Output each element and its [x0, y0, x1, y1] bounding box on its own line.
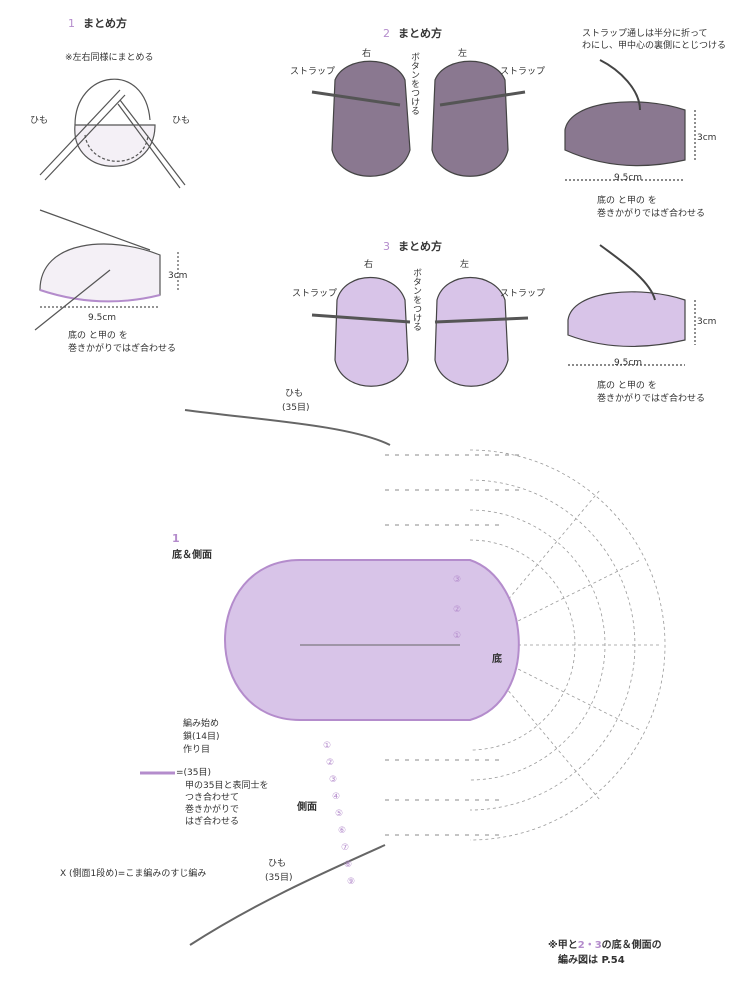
chart-himo-top: ひも	[285, 389, 304, 399]
footer-line-2: 編み図は P.54	[558, 955, 625, 966]
legend-line-2: つき合わせて	[185, 793, 240, 803]
symbol-note: X (側面1段め)=こま編みのすじ編み	[60, 869, 207, 879]
sec1-himo-left: ひも	[30, 116, 49, 126]
crochet-chart	[140, 409, 666, 946]
sec2-size-h: 3cm	[697, 133, 717, 143]
sec2-size-w: 9.5cm	[614, 173, 643, 183]
chart-side-label: 側面	[297, 802, 317, 813]
shoe-pair-3	[311, 277, 529, 387]
shoe-illustration-1b	[34, 209, 179, 331]
shoe-illustration-1a	[39, 78, 186, 189]
chart-title: 底＆側面	[172, 550, 212, 561]
sec3-size-h: 3cm	[697, 317, 717, 327]
sec1-size-w: 9.5cm	[88, 313, 117, 323]
chart-himo-top-count: (35目)	[282, 403, 310, 413]
legend-line-1: 甲の35目と表同士を	[185, 781, 269, 791]
side-row-7: ⑦	[341, 843, 350, 853]
sec2-button: ボタンをつける	[409, 52, 419, 115]
side-row-8: ⑧	[344, 860, 353, 870]
shoe-side-2	[564, 59, 696, 181]
sec1-join: 底の と甲の を	[68, 331, 128, 341]
sec2-note2: わにし、甲中心の裏側にとじつける	[582, 41, 727, 51]
sec2-strap-left: ストラップ	[290, 67, 336, 77]
sec1-join-instr: 巻きかがりではぎ合わせる	[68, 344, 177, 354]
sec3-size-w: 9.5cm	[614, 358, 643, 368]
side-row-2: ②	[326, 758, 335, 768]
sole-row-1: ①	[453, 631, 462, 641]
side-row-1: ①	[323, 741, 332, 751]
chart-sole-label: 底	[492, 654, 502, 665]
sec2-strap-right: ストラップ	[500, 67, 546, 77]
sec3-strap-left: ストラップ	[292, 289, 338, 299]
symbol-x: X	[60, 869, 67, 879]
shoe-pair-2	[311, 60, 526, 177]
sec3-migi: 右	[364, 260, 374, 270]
chart-num: 1	[172, 532, 180, 545]
side-row-4: ④	[332, 792, 341, 802]
sec2-join-instr: 巻きかがりではぎ合わせる	[597, 209, 706, 219]
sec1-note: ※左右同様にまとめる	[65, 53, 154, 63]
side-row-3: ③	[329, 775, 338, 785]
side-row-6: ⑥	[338, 826, 347, 836]
sole-row-2: ②	[453, 605, 462, 615]
sole-row-3: ③	[453, 575, 462, 585]
sec1-himo-right: ひも	[172, 116, 191, 126]
start-label-1: 編み始め	[183, 719, 220, 729]
sec1-size-h: 3cm	[168, 271, 188, 281]
side-row-9: ⑨	[347, 877, 356, 887]
sec3-hidari: 左	[460, 260, 470, 270]
legend-line-4: はぎ合わせる	[185, 817, 240, 827]
sec2-migi: 右	[362, 49, 372, 59]
shoe-side-3	[567, 244, 696, 366]
sec2-note1: ストラップ通しは半分に折って	[582, 29, 708, 39]
sec2-hidari: 左	[458, 49, 468, 59]
legend-count: =(35目)	[176, 768, 212, 778]
legend-line-3: 巻きかがりで	[185, 805, 240, 815]
start-label-3: 作り目	[183, 745, 211, 755]
footer-line-1: ※甲と2・3の底＆側面の	[548, 940, 662, 951]
chart-himo-bot-count: (35目)	[265, 873, 293, 883]
sec3-strap-right: ストラップ	[500, 289, 546, 299]
sec3-join-instr: 巻きかがりではぎ合わせる	[597, 394, 706, 404]
sec3-join: 底の と甲の を	[597, 381, 657, 391]
side-row-5: ⑤	[335, 809, 344, 819]
start-label-2: 鎖(14目)	[183, 732, 220, 742]
sec3-button: ボタンをつける	[411, 268, 421, 331]
chart-himo-bot: ひも	[268, 859, 287, 869]
sec2-join: 底の と甲の を	[597, 196, 657, 206]
